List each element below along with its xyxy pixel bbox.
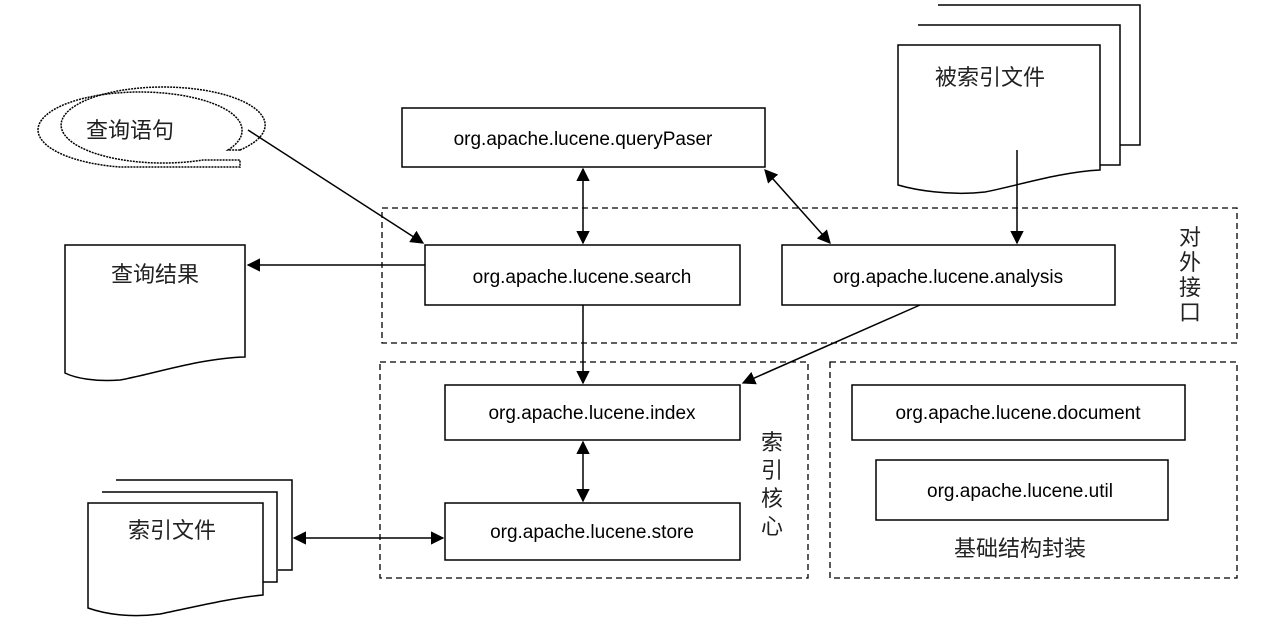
document-label: org.apache.lucene.document bbox=[895, 403, 1141, 424]
analysis-label: org.apache.lucene.analysis bbox=[833, 267, 1063, 288]
external-interface-label: 对 外 接 口 bbox=[1179, 226, 1201, 326]
index-core-label: 索 引 核 心 bbox=[761, 431, 783, 540]
search-box: org.apache.lucene.search bbox=[424, 244, 741, 306]
group-label-char: 外 bbox=[1179, 251, 1201, 276]
group-label-char: 对 bbox=[1179, 226, 1201, 251]
group-label-char: 核 bbox=[761, 487, 783, 512]
index-box: org.apache.lucene.index bbox=[444, 384, 741, 441]
search-label: org.apache.lucene.search bbox=[473, 267, 692, 288]
query-statement-callout: 查询语句 bbox=[37, 86, 266, 168]
document-box: org.apache.lucene.document bbox=[851, 384, 1186, 441]
index-files-stack: 索引文件 bbox=[87, 479, 293, 617]
base-structure-group bbox=[829, 361, 1238, 579]
group-label-char: 索 bbox=[761, 431, 783, 456]
arrow-analysis-to-index bbox=[741, 304, 921, 385]
index-files-label: 索引文件 bbox=[128, 519, 216, 544]
index-core-group bbox=[379, 361, 809, 579]
arrow-query-to-search bbox=[247, 129, 425, 244]
group-label-char: 接 bbox=[1179, 276, 1201, 301]
util-box: org.apache.lucene.util bbox=[875, 459, 1169, 521]
query-parser-box: org.apache.lucene.queryPaser bbox=[401, 107, 766, 168]
store-box: org.apache.lucene.store bbox=[444, 502, 741, 561]
base-structure-label: 基础结构封装 bbox=[954, 537, 1086, 562]
query-result-document: 查询结果 bbox=[64, 244, 246, 382]
external-interface-group bbox=[381, 207, 1238, 344]
query-parser-label: org.apache.lucene.queryPaser bbox=[454, 129, 713, 150]
arrow-parser-analysis bbox=[764, 168, 831, 245]
query-statement-label: 查询语句 bbox=[86, 119, 174, 144]
query-result-label: 查询结果 bbox=[111, 263, 199, 288]
group-label-char: 心 bbox=[761, 515, 783, 540]
group-label-char: 引 bbox=[761, 459, 783, 484]
group-label-char: 口 bbox=[1179, 301, 1201, 326]
index-label: org.apache.lucene.index bbox=[488, 403, 696, 424]
analysis-box: org.apache.lucene.analysis bbox=[781, 244, 1116, 306]
store-label: org.apache.lucene.store bbox=[490, 522, 694, 543]
indexed-files-label: 被索引文件 bbox=[935, 66, 1045, 91]
util-label: org.apache.lucene.util bbox=[927, 481, 1113, 502]
indexed-files-stack: 被索引文件 bbox=[897, 4, 1141, 195]
